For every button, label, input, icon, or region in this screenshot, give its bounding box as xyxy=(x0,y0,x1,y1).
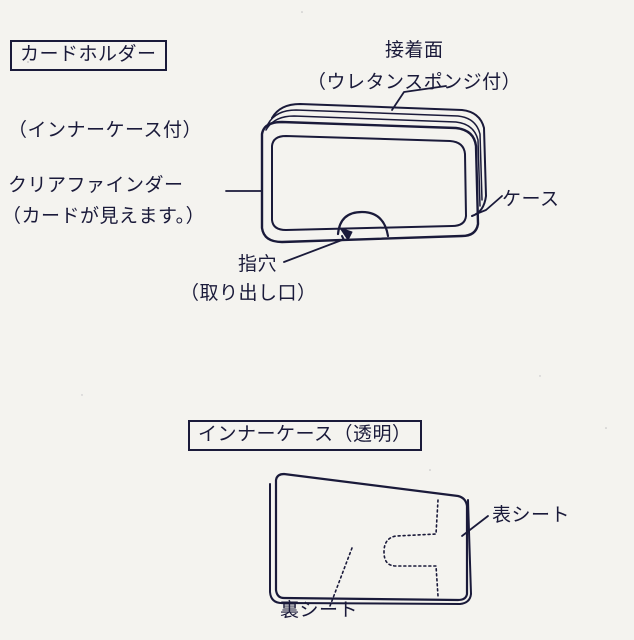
front-sheet-label: 表シート xyxy=(492,504,571,526)
case-label: ケース xyxy=(502,188,560,210)
inner-case-title: インナーケース（透明） xyxy=(188,420,422,451)
inner-case-drawing xyxy=(269,472,489,607)
scan-noise xyxy=(27,11,607,471)
card-holder-title: カードホルダー xyxy=(10,40,167,71)
clear-finder-label: クリアファインダー xyxy=(8,174,184,196)
inner-case-note-label: （インナーケース付） xyxy=(8,119,203,141)
back-sheet-label: 裏シート xyxy=(280,599,359,621)
adhesive-note-label: （ウレタンスポンジ付） xyxy=(307,71,522,93)
clear-finder-note-label: （カードが見えます。） xyxy=(2,205,206,227)
adhesive-surface-label: 接着面 xyxy=(385,39,444,61)
finger-hole-label: 指穴 xyxy=(238,253,278,275)
finger-hole-note-label: （取り出し口） xyxy=(180,282,317,304)
card-holder-drawing xyxy=(225,85,503,263)
